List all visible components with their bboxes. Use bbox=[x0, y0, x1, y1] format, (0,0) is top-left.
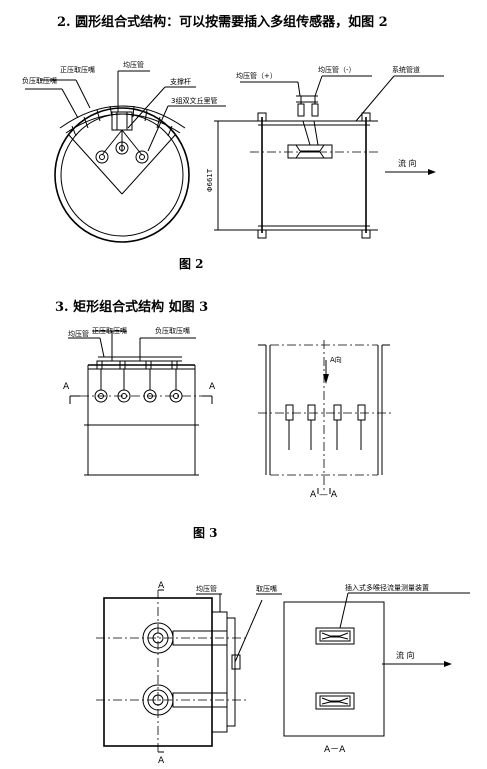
label-equalizing-tube: 均压管 bbox=[123, 60, 144, 69]
section-plate bbox=[283, 601, 385, 737]
fig2-side-view: 均压管（+） 均压管（-） 系统管道 Φ661T 流 向 bbox=[206, 65, 444, 239]
label-negative-tap: 负压取压嘴 bbox=[22, 76, 57, 85]
fig4-section-panel: 插入式多喉径流量测量装置 流 向 A－A bbox=[283, 583, 470, 755]
label-insert-device: 插入式多喉径流量测量装置 bbox=[345, 583, 429, 592]
label-equalizing-tube-fig3: 均压管 bbox=[68, 329, 89, 338]
label-equalizing-tube-fig4: 均压管 bbox=[196, 584, 217, 593]
label-positive-tap-fig3: 正压取压嘴 bbox=[92, 326, 127, 335]
label-section-a-right: A bbox=[209, 382, 216, 392]
fig3-caption: 图 3 bbox=[193, 526, 218, 540]
venturi-tube-right bbox=[135, 150, 149, 164]
label-equalizing-minus: 均压管（-） bbox=[318, 65, 356, 74]
label-positive-tap: 正压取压嘴 bbox=[60, 65, 95, 74]
fig2-caption: 图 2 bbox=[179, 257, 204, 271]
pressure-saddle-inner bbox=[65, 113, 181, 134]
label-section-aa-fig4: A－A bbox=[324, 745, 346, 755]
label-diameter: Φ661T bbox=[206, 168, 214, 192]
label-section-aa-fig3: A — A bbox=[310, 490, 338, 500]
label-section-a-left: A bbox=[63, 382, 70, 392]
label-venturi: 3组双文丘里管 bbox=[171, 96, 217, 105]
label-negative-tap-fig3: 负压取压嘴 bbox=[155, 326, 190, 335]
label-support-rod: 支撑杆 bbox=[170, 77, 191, 86]
venturi-body bbox=[287, 144, 333, 159]
fig3-section-aa: A向 A — A bbox=[258, 340, 392, 500]
label-flow-direction: 流 向 bbox=[398, 158, 417, 168]
fig3-heading: 3. 矩形组合式结构 如图 3 bbox=[55, 300, 209, 315]
saddle-hatching bbox=[71, 105, 173, 137]
label-section-a-bottom: A bbox=[158, 756, 165, 766]
outer-pipe-circle bbox=[54, 107, 190, 243]
label-a-direction: A向 bbox=[330, 355, 342, 364]
brace-right bbox=[121, 133, 177, 195]
fig2-circular-section: 正压取压嘴 负压取压嘴 均压管 支撑杆 3组双文丘里管 bbox=[22, 60, 226, 243]
venturi-tube-left bbox=[95, 150, 109, 164]
measuring-device-upper bbox=[315, 627, 355, 645]
measuring-device-lower bbox=[315, 692, 355, 710]
label-system-pipe: 系统管道 bbox=[392, 65, 420, 74]
venturi-tube-center bbox=[115, 141, 129, 155]
label-tap-fig4: 取压嘴 bbox=[256, 584, 277, 593]
support-rod-left bbox=[101, 129, 123, 156]
label-equalizing-plus: 均压管（+） bbox=[236, 71, 277, 80]
pressure-saddle-outer bbox=[59, 105, 186, 129]
label-section-a-top: A bbox=[158, 581, 165, 591]
tap-line bbox=[234, 599, 263, 663]
label-flow-fig4: 流 向 bbox=[396, 650, 415, 660]
fig3-rectangular-front: A A 均压管 正压取压嘴 负压取压嘴 bbox=[63, 326, 216, 476]
fig2-heading: 2. 圆形组合式结构：可以按需要插入多组传感器，如图 2 bbox=[57, 15, 388, 30]
fig4-front-panel: A A 均压管 取压嘴 bbox=[96, 581, 282, 766]
brace-left bbox=[67, 133, 123, 195]
support-rod-right bbox=[121, 129, 143, 156]
